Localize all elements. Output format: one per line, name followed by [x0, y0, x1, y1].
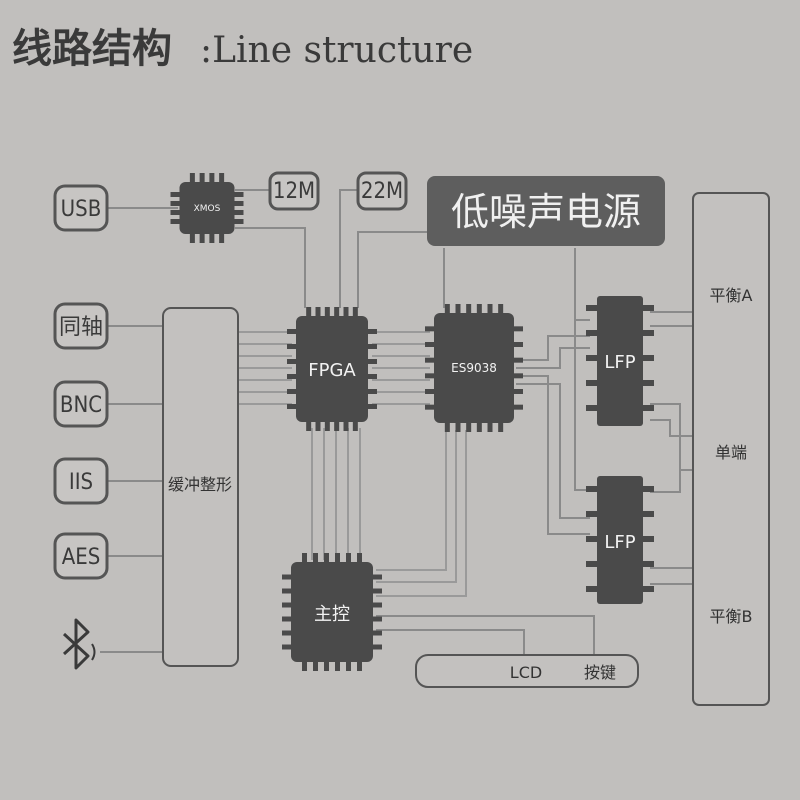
output-balanced-a: 平衡A: [710, 286, 753, 305]
power-supply-label: 低噪声电源: [451, 190, 641, 234]
chip-lfp-top: LFP: [586, 296, 654, 426]
output-single-ended: 单端: [715, 443, 747, 462]
input-usb: USB: [53, 184, 109, 232]
chip-main-controller-label: 主控: [314, 604, 350, 625]
input-coax-label: 同轴: [59, 315, 103, 340]
chip-es9038: ES9038: [425, 304, 523, 432]
output-block: 平衡A 单端 平衡B: [692, 192, 770, 706]
input-iis-label: IIS: [69, 470, 93, 495]
clock-12m: 12M: [268, 171, 320, 211]
output-balanced-b: 平衡B: [710, 607, 753, 626]
chip-fpga: FPGA: [287, 307, 377, 431]
bluetooth-icon: [62, 618, 96, 670]
chip-lfp-bottom: LFP: [586, 476, 654, 604]
keys-label: 按键: [584, 663, 616, 682]
clock-12m-label: 12M: [273, 179, 315, 204]
buffer-block: 缓冲整形: [162, 307, 239, 667]
lcd-keys-panel: LCD 按键: [415, 654, 639, 688]
clock-22m-label: 22M: [361, 179, 403, 204]
chip-lfp-top-label: LFP: [604, 352, 635, 373]
title-english: :Line structure: [200, 30, 473, 71]
input-aes-label: AES: [62, 545, 101, 570]
buffer-label: 缓冲整形: [168, 475, 232, 494]
input-bnc-label: BNC: [60, 393, 102, 418]
chip-main-controller: 主控: [282, 553, 382, 671]
input-usb-label: USB: [61, 197, 102, 222]
chip-xmos-label: XMOS: [194, 204, 221, 214]
chip-lfp-bottom-label: LFP: [604, 532, 635, 553]
chip-es9038-label: ES9038: [451, 361, 497, 375]
lcd-label: LCD: [510, 663, 542, 682]
input-coax: 同轴: [53, 302, 109, 350]
input-iis: IIS: [53, 457, 109, 505]
chip-fpga-label: FPGA: [308, 360, 356, 381]
wires: [100, 189, 693, 655]
chip-xmos: XMOS: [170, 173, 244, 243]
clock-22m: 22M: [356, 171, 408, 211]
title-chinese: 线路结构: [12, 26, 172, 72]
input-bnc: BNC: [53, 380, 109, 428]
input-aes: AES: [53, 532, 109, 580]
power-supply-block: 低噪声电源: [427, 176, 665, 246]
